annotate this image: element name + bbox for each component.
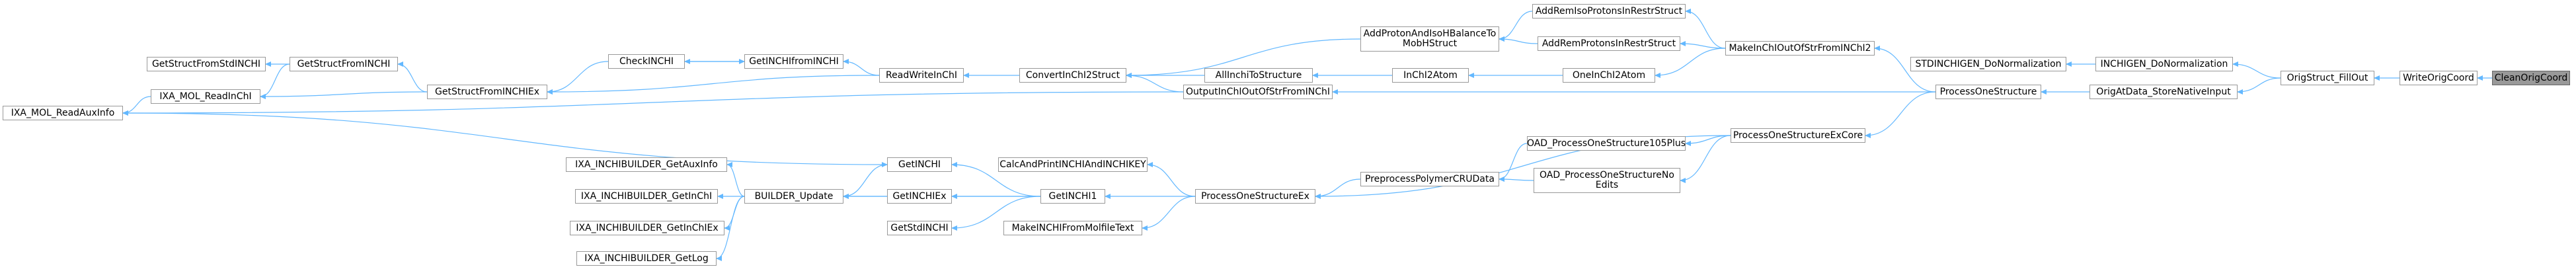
edge-get-inchi-to-ixa-mol-read-aux-info	[122, 112, 888, 167]
edge-get-struct-from-inchi-ex-to-check-inchi	[547, 61, 609, 95]
node-get-inchi-ex[interactable]: GetINCHIEx	[887, 189, 952, 204]
node-process-one-structure-ex[interactable]: ProcessOneStructureEx	[1195, 189, 1315, 204]
edge-get-inchi-from-inchi-to-read-write-inchi	[843, 59, 880, 76]
node-calc-and-print-inchi-and-inchikey[interactable]: CalcAndPrintINCHIAndINCHIKEY	[998, 157, 1148, 172]
node-one-inchi2-atom[interactable]: OneInChI2Atom	[1563, 68, 1655, 83]
node-convert-inchi2-struct[interactable]: ConvertInChI2Struct	[1019, 68, 1126, 83]
node-get-struct-from-inchi[interactable]: GetStructFromINCHI	[290, 57, 398, 71]
node-get-std-inchi[interactable]: GetStdINCHI	[887, 221, 952, 235]
edge-ixa-inchibuilder-get-aux-info-to-builder-update	[726, 162, 745, 197]
node-ixa-inchibuilder-get-inchi[interactable]: IXA_INCHIBUILDER_GetInChI	[575, 189, 718, 204]
edge-convert-inchi2-struct-to-add-proton-and-iso-h-balance	[1126, 38, 1361, 78]
node-inchigen-do-normalization[interactable]: INCHIGEN_DoNormalization	[2095, 57, 2233, 71]
edge-add-proton-and-iso-h-balance-to-add-rem-protons-in-restr-struct	[1499, 36, 1538, 44]
node-stdinchigen-do-normalization[interactable]: STDINCHIGEN_DoNormalization	[1910, 57, 2066, 71]
edge-one-inchi2-atom-to-make-inchi-out-of-strfrom-inchi2	[1655, 48, 1726, 78]
node-all-inchi-to-structure[interactable]: AllInchiToStructure	[1204, 68, 1313, 83]
edge-add-proton-and-iso-h-balance-to-add-remiso-protons-in-restr-struct	[1499, 11, 1533, 42]
edge-ixa-mol-read-aux-info-to-output-inchi-out-of-strfrom-inchi	[122, 91, 1184, 116]
edge-get-struct-from-inchi-to-get-struct-from-inchi-ex	[397, 61, 428, 93]
edge-get-std-inchi-to-get-inchi1	[951, 196, 1041, 231]
node-process-one-structure-ex-core[interactable]: ProcessOneStructureExCore	[1731, 128, 1865, 143]
node-oad-process-one-structure-105plus[interactable]: OAD_ProcessOneStructure105Plus	[1527, 136, 1686, 151]
node-get-inchi1[interactable]: GetINCHI1	[1040, 189, 1105, 204]
edge-make-inchi-out-of-strfrom-inchi2-to-process-one-structure	[1874, 46, 1936, 93]
edge-add-rem-protons-in-restr-struct-to-make-inchi-out-of-strfrom-inchi2	[1680, 41, 1726, 49]
edge-ixa-inchibuilder-get-log-to-builder-update	[716, 196, 745, 261]
node-check-inchi[interactable]: CheckINCHI	[608, 54, 685, 69]
node-preprocess-polymer-cru-data[interactable]: PreprocessPolymerCRUData	[1360, 172, 1499, 186]
node-process-one-structure[interactable]: ProcessOneStructure	[1935, 85, 2041, 99]
node-orig-struct-fill-out[interactable]: OrigStruct_FillOut	[2281, 71, 2374, 85]
node-output-inchi-out-of-strfrom-inchi[interactable]: OutputInChIOutOfStrFromINChI	[1183, 85, 1333, 99]
edge-convert-inchi2-struct-to-output-inchi-out-of-strfrom-inchi	[1126, 73, 1184, 93]
node-get-struct-from-inchi-ex[interactable]: GetStructFromINCHIEx	[427, 85, 547, 99]
node-write-orig-coord[interactable]: WriteOrigCoord	[2400, 71, 2478, 85]
node-orig-at-data-store-native-input[interactable]: OrigAtData_StoreNativeInput	[2089, 85, 2238, 99]
node-builder-update[interactable]: BUILDER_Update	[744, 189, 843, 204]
edge-add-remiso-protons-in-restr-struct-to-make-inchi-out-of-strfrom-inchi2	[1685, 9, 1726, 49]
edge-get-inchi-to-get-inchi1	[951, 162, 1041, 197]
edge-preprocess-polymer-cru-data-to-oad-process-one-structure-no-edits	[1499, 177, 1534, 182]
node-oad-process-one-structure-no-edits[interactable]: OAD_ProcessOneStructureNo Edits	[1534, 168, 1680, 193]
node-ixa-mol-read-inchi[interactable]: IXA_MOL_ReadInChI	[151, 89, 260, 104]
node-add-remiso-protons-in-restr-struct[interactable]: AddRemIsoProtonsInRestrStruct	[1532, 4, 1686, 19]
node-add-proton-and-iso-h-balance[interactable]: AddProtonAndIsoHBalanceTo MobHStruct	[1360, 26, 1499, 52]
edge-process-one-structure-ex-to-preprocess-polymer-cru-data	[1315, 178, 1361, 199]
edge-ixa-mol-read-inchi-to-get-struct-from-inchi-ex	[260, 91, 428, 99]
edge-builder-update-to-get-inchi	[843, 164, 888, 199]
node-inchi2-atom[interactable]: InChI2Atom	[1392, 68, 1469, 83]
node-get-struct-from-std-inchi[interactable]: GetStructFromStdINCHI	[147, 57, 266, 71]
node-add-rem-protons-in-restr-struct[interactable]: AddRemProtonsInRestrStruct	[1538, 36, 1680, 51]
node-ixa-inchibuilder-get-log[interactable]: IXA_INCHIBUILDER_GetLog	[576, 251, 717, 266]
node-make-inchi-out-of-strfrom-inchi2[interactable]: MakeInChIOutOfStrFromINChI2	[1725, 41, 1875, 56]
node-clean-orig-coord: CleanOrigCoord	[2492, 71, 2570, 85]
node-ixa-inchibuilder-get-inchi-ex[interactable]: IXA_INCHIBUILDER_GetInChIEx	[570, 221, 724, 235]
edge-oad-process-one-structure-no-edits-to-process-one-structure-ex-core	[1680, 135, 1731, 183]
edge-orig-at-data-store-native-input-to-orig-struct-fill-out	[2237, 77, 2281, 95]
node-ixa-inchibuilder-get-aux-info[interactable]: IXA_INCHIBUILDER_GetAuxInfo	[566, 157, 727, 172]
edge-ixa-mol-read-aux-info-to-ixa-mol-read-inchi	[122, 96, 151, 116]
edge-make-inchi-from-molfile-text-to-process-one-structure-ex	[1142, 196, 1196, 231]
node-get-inchi[interactable]: GetINCHI	[887, 157, 952, 172]
node-ixa-mol-read-aux-info[interactable]: IXA_MOL_ReadAuxInfo	[3, 106, 123, 120]
edge-preprocess-polymer-cru-data-to-oad-process-one-structure-105plus	[1499, 143, 1528, 182]
edge-calc-and-print-inchi-and-inchikey-to-process-one-structure-ex	[1147, 162, 1196, 197]
edge-ixa-mol-read-inchi-to-get-struct-from-inchi	[260, 63, 290, 99]
edge-inchigen-do-normalization-to-orig-struct-fill-out	[2232, 61, 2281, 79]
edge-get-struct-from-inchi-ex-to-read-write-inchi	[547, 75, 880, 95]
node-make-inchi-from-molfile-text[interactable]: MakeINCHIFromMolfileText	[1003, 221, 1142, 235]
node-read-write-inchi[interactable]: ReadWriteInChI	[879, 68, 964, 83]
node-get-inchi-from-inchi[interactable]: GetINCHIfromINCHI	[744, 54, 843, 69]
edge-process-one-structure-ex-core-to-process-one-structure	[1865, 91, 1936, 138]
